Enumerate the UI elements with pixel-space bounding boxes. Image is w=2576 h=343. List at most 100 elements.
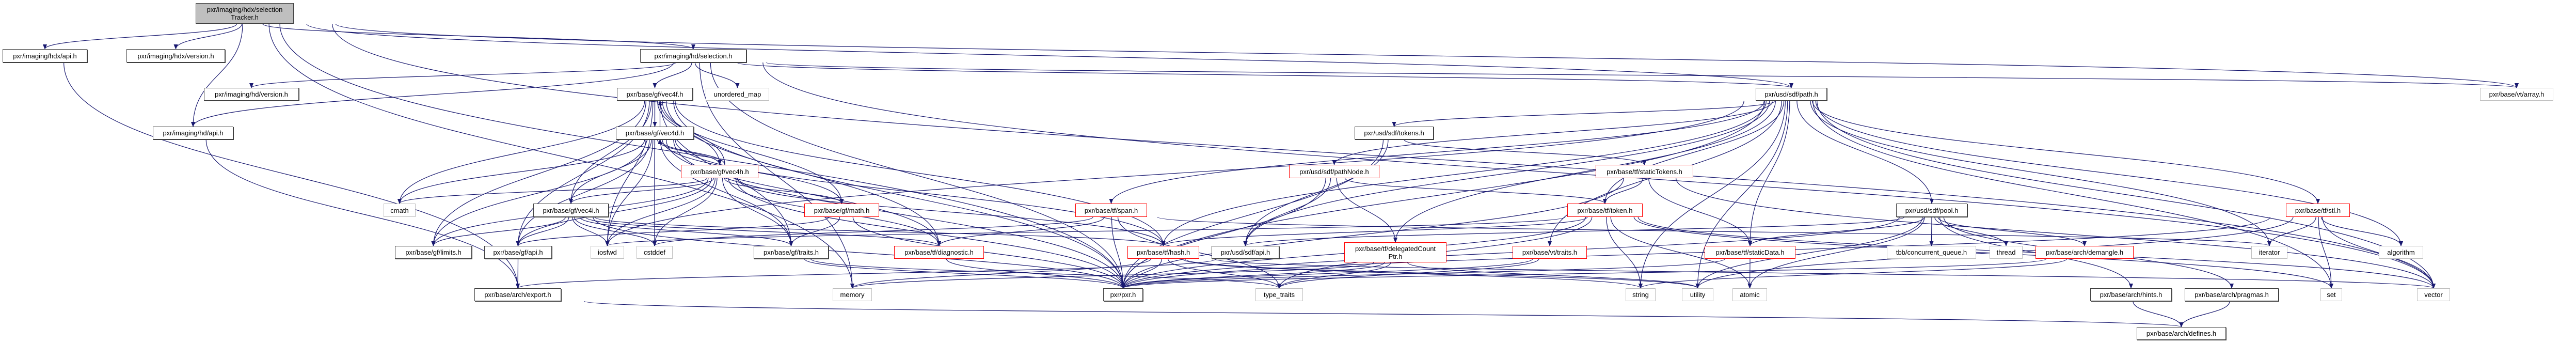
edge-stl-to-vector [2322, 216, 2436, 289]
node-token[interactable]: pxr/base/tf/token.h [1567, 204, 1643, 217]
node-hdx-version[interactable]: pxr/imaging/hdx/version.h [126, 49, 225, 63]
node-cstddef[interactable]: cstddef [637, 246, 673, 259]
node-tbb-queue[interactable]: tbb/concurrent_queue.h [1887, 246, 1976, 259]
node-path[interactable]: pxr/usd/sdf/path.h [1756, 88, 1827, 101]
node-hd-api[interactable]: pxr/imaging/hd/api.h [153, 127, 233, 139]
node-pragmas[interactable]: pxr/base/arch/pragmas.h [2185, 288, 2279, 301]
edge-path-to-tokens [1392, 100, 1776, 127]
edge-token-to-atomic [1610, 216, 1752, 289]
node-hash[interactable]: pxr/base/tf/hash.h [1127, 246, 1199, 259]
node-iosfwd[interactable]: iosfwd [591, 246, 624, 259]
edge-staticData-to-pxr [1121, 258, 1726, 289]
node-defines[interactable]: pxr/base/arch/defines.h [2137, 327, 2226, 340]
node-cmath[interactable]: cmath [384, 204, 416, 217]
node-vec4i[interactable]: pxr/base/gf/vec4i.h [533, 204, 609, 217]
edge-staticTokens-to-vector [1676, 178, 2436, 289]
node-algorithm[interactable]: algorithm [2379, 246, 2423, 259]
node-thread[interactable]: thread [1990, 246, 2023, 259]
node-static-tokens[interactable]: pxr/base/tf/staticTokens.h [1596, 165, 1693, 178]
edge-path-to-delegated [1393, 100, 1776, 243]
edge-hash-to-memory [850, 258, 1151, 289]
node-traits[interactable]: pxr/base/gf/traits.h [754, 246, 829, 259]
edge-pool-to-demangle [1937, 216, 2087, 246]
node-iterator[interactable]: iterator [2251, 246, 2287, 259]
node-export-h[interactable]: pxr/base/arch/export.h [474, 288, 561, 301]
edge-token-to-hash [1161, 216, 1588, 246]
node-diagnostic[interactable]: pxr/base/tf/diagnostic.h [894, 246, 984, 259]
edge-delegated-to-memory [850, 262, 1374, 289]
node-gf-api[interactable]: pxr/base/gf/api.h [484, 246, 552, 259]
node-hdx-api[interactable]: pxr/imaging/hdx/api.h [3, 49, 87, 63]
edge-vec4h-to-hash [737, 178, 1166, 246]
edge-vec4i-to-pxr [593, 216, 1125, 289]
edge-hdApi-to-exportH [205, 139, 520, 289]
node-atomic[interactable]: atomic [1732, 288, 1767, 301]
node-static-data[interactable]: pxr/base/tf/staticData.h [1705, 246, 1795, 259]
edge-token-to-string [1606, 216, 1643, 289]
edge-pathNode-to-delegated [1336, 178, 1397, 243]
edge-vec4i-to-iosfwd [572, 216, 610, 246]
edge-vec4f-to-iosfwd [605, 100, 654, 246]
node-span[interactable]: pxr/base/tf/span.h [1075, 204, 1147, 217]
edge-hdSelection-to-pxr [710, 62, 1125, 289]
node-tokens[interactable]: pxr/usd/sdf/tokens.h [1355, 127, 1434, 139]
node-hd-selection[interactable]: pxr/imaging/hd/selection.h [640, 49, 746, 63]
edge-vec4f-to-pxr [673, 100, 1125, 289]
node-vector[interactable]: vector [2417, 288, 2450, 301]
edge-vec4d-to-gfApi [516, 139, 650, 246]
edge-path-to-pathNode [1332, 100, 1774, 165]
node-math[interactable]: pxr/base/gf/math.h [804, 204, 879, 217]
node-path-node[interactable]: pxr/usd/sdf/pathNode.h [1289, 165, 1379, 178]
edge-vec4f-to-math [662, 100, 844, 204]
node-memory[interactable]: memory [833, 288, 872, 301]
edge-vec4h-to-cmath [397, 178, 707, 204]
node-stl[interactable]: pxr/base/tf/stl.h [2286, 204, 2350, 217]
node-pool[interactable]: pxr/usd/sdf/pool.h [1896, 204, 1967, 217]
edge-pathNode-to-sdfApi [1243, 178, 1331, 246]
edge-path-to-iterator [1810, 100, 2271, 246]
edge-selTracker-to-pxr [279, 23, 1125, 289]
edge-hdSelection-to-hdVersion [249, 62, 676, 88]
node-sdf-api[interactable]: pxr/usd/sdf/api.h [1212, 246, 1279, 259]
edge-vec4d-to-traits [660, 139, 793, 246]
node-sel-tracker[interactable]: pxr/imaging/hdx/selection Tracker.h [196, 3, 294, 24]
node-vec4h[interactable]: pxr/base/gf/vec4h.h [681, 165, 758, 178]
edge-vec4d-to-iosfwd [605, 139, 654, 246]
edge-pool-to-utility [1695, 216, 1923, 289]
edge-vec4d-to-hash [675, 139, 1166, 246]
edge-exportH-to-defines [584, 301, 2183, 328]
edge-path-to-token [1603, 100, 1785, 204]
edge-path-to-span [1109, 100, 1764, 204]
node-delegated[interactable]: pxr/base/tf/delegatedCount Ptr.h [1344, 242, 1446, 262]
edge-span-to-iterator [1157, 216, 2271, 246]
node-vec4d[interactable]: pxr/base/gf/vec4d.h [616, 127, 694, 139]
edge-path-to-staticData [1748, 100, 1790, 246]
edge-pool-to-pxr [1121, 216, 1900, 289]
node-set[interactable]: set [2320, 288, 2342, 301]
edge-hash-to-typeTraits [1167, 258, 1281, 289]
edge-delegated-to-utility [1407, 262, 1700, 289]
edge-tokens-to-sdfApi [1243, 139, 1389, 246]
edge-selTracker-to-path [306, 23, 1793, 88]
node-type-traits[interactable]: type_traits [1255, 288, 1303, 301]
edge-vec4d-to-diagnostic [665, 139, 941, 246]
node-pxr[interactable]: pxr/pxr.h [1103, 288, 1143, 301]
node-utility[interactable]: utility [1682, 288, 1713, 301]
edge-hdSelection-to-hdApi [191, 62, 674, 127]
node-vt-array[interactable]: pxr/base/vt/array.h [2480, 88, 2553, 101]
node-limits[interactable]: pxr/base/gf/limits.h [395, 246, 472, 259]
edge-span-to-diagnostic [937, 216, 1105, 246]
node-unordered-map[interactable]: unordered_map [706, 88, 769, 101]
node-hints[interactable]: pxr/base/arch/hints.h [2090, 288, 2172, 301]
edge-pool-to-atomic [1747, 216, 1925, 289]
node-vt-traits[interactable]: pxr/base/vt/traits.h [1513, 246, 1587, 259]
node-string[interactable]: string [1626, 288, 1656, 301]
edge-hints-to-defines [2133, 301, 2184, 328]
node-hd-version[interactable]: pxr/imaging/hd/version.h [204, 88, 299, 101]
edge-hdSelection-to-vec4f [653, 62, 692, 88]
edge-stl-to-algorithm [2320, 216, 2403, 246]
node-vec4f[interactable]: pxr/base/gf/vec4f.h [617, 88, 693, 101]
node-demangle[interactable]: pxr/base/arch/demangle.h [2036, 246, 2134, 259]
edge-vec4f-to-vec4i [569, 100, 652, 204]
